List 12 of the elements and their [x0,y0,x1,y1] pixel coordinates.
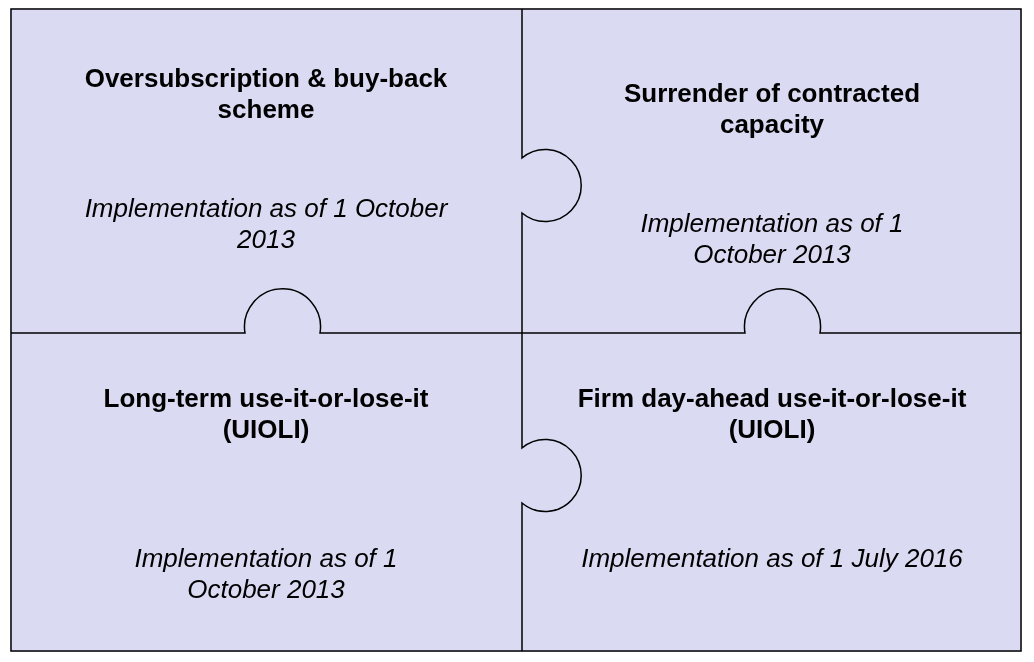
date-text: Implementation as of 1 October 2013 [639,208,905,270]
heading: Firm day-ahead use-it-or-lose-it (UIOLI) [577,383,967,445]
heading: Long-term use-it-or-lose-it (UIOLI) [102,383,430,445]
heading: Oversubscription & buy-back scheme [83,63,449,125]
date-text: Implementation as of 1 July 2016 [580,543,964,574]
puzzle-piece [522,333,1022,652]
puzzle-piece [522,8,1022,333]
date-text: Implementation as of 1 October 2013 [83,193,450,255]
puzzle-piece [10,8,522,333]
date-text: Implementation as of 1 October 2013 [133,543,399,605]
puzzle-piece [10,333,522,652]
heading: Surrender of contracted capacity [622,78,922,140]
